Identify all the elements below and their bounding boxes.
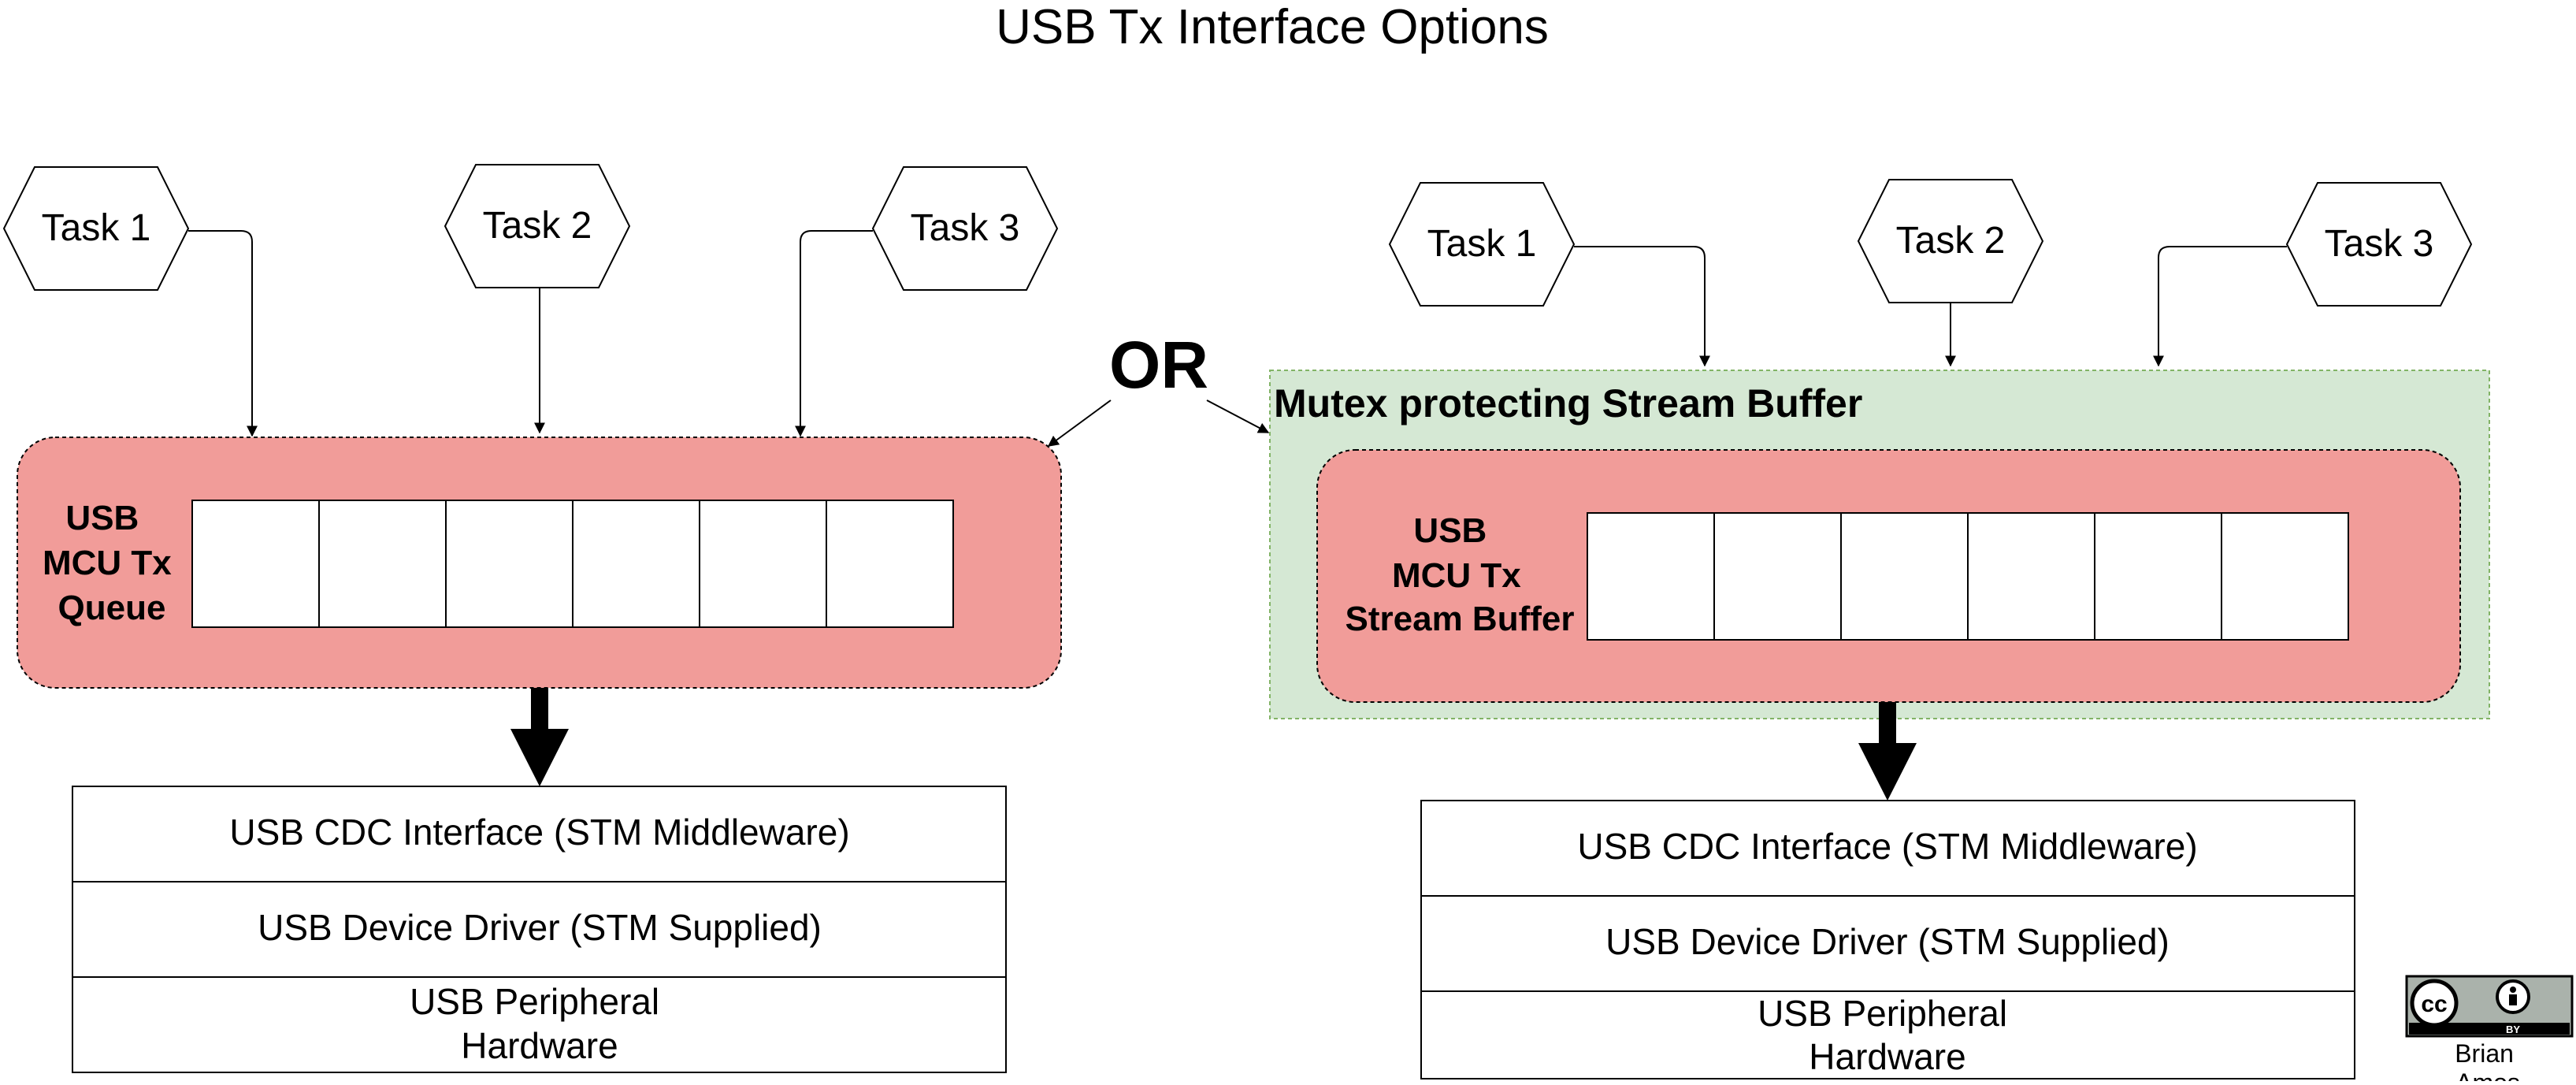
queue-slot [318,500,447,628]
left-queue-slots [191,500,954,628]
right-task-1-shape [1388,182,1576,307]
queue-slot [826,500,954,628]
right-task-1-label: Task 1 [1427,223,1537,265]
left-task-1-connector [188,230,258,437]
left-queue-label: USB MCU Tx Queue [43,499,181,627]
right-buffer-slots [1587,512,2349,641]
svg-text:BY: BY [2506,1024,2520,1035]
mutex-label: Mutex protecting Stream Buffer [1274,381,1862,425]
buffer-slot [2094,512,2222,641]
right-task-3-label: Task 3 [2325,223,2434,265]
queue-slot [191,500,320,628]
right-stack-cdc-box [1420,800,2355,897]
left-stack-hw-label: USB Peripheral Hardware [410,981,670,1066]
right-stack: USB CDC Interface (STM Middleware) USB D… [1420,800,2355,1079]
queue-slot [699,500,827,628]
left-stack-driver-label: USB Device Driver (STM Supplied) [258,907,822,948]
right-task-3-shape [2285,182,2473,307]
svg-text:cc: cc [2421,991,2447,1017]
right-stack-driver-box [1420,895,2355,992]
right-output-arrow [1858,702,1917,801]
left-task-2-shape [444,164,631,288]
or-arrow-right [1206,399,1270,433]
right-stack-driver-label: USB Device Driver (STM Supplied) [1605,921,2170,962]
left-stack-hw-box [72,976,1007,1073]
left-task-1-shape [2,166,190,291]
buffer-slot [1713,512,1842,641]
left-option: Task 1 Task 2 Task 3 USB MCU Tx Queue [2,164,1062,1073]
left-task-1-label: Task 1 [42,207,151,249]
or-label: OR [1109,328,1208,402]
right-task-3-connector [2153,246,2287,367]
right-stack-hw-box [1420,990,2355,1079]
queue-slot [572,500,700,628]
right-task-2-label: Task 2 [1896,220,2006,262]
diagram-title: USB Tx Interface Options [996,0,1549,54]
left-task-2-label: Task 2 [483,205,592,247]
queue-slot [445,500,573,628]
left-task-3-label: Task 3 [911,207,1020,249]
buffer-slot [1967,512,2095,641]
right-stack-cdc-label: USB CDC Interface (STM Middleware) [1577,826,2197,867]
left-stack-cdc-box [72,786,1007,882]
left-stack-driver-box [72,881,1007,978]
buffer-slot [1587,512,1715,641]
buffer-slot [1840,512,1969,641]
left-task-3-connector [795,230,873,437]
right-task-1-connector [1574,246,1710,367]
right-buffer-label: USB MCU Tx Stream Buffer [1346,511,1575,638]
left-stack-cdc-label: USB CDC Interface (STM Middleware) [229,812,849,853]
or-arrow-left [1047,399,1112,447]
left-stack: USB CDC Interface (STM Middleware) USB D… [72,786,1007,1073]
right-task-2-shape [1857,179,2044,303]
license-author: Brian Amos [2455,1039,2521,1081]
right-option: Mutex protecting Stream Buffer Task 1 Ta… [1269,179,2490,1079]
cc-by-license: BY cc Brian Amos [2405,975,2574,1085]
left-task-3-shape [871,166,1059,291]
cc-icon [2410,979,2459,1027]
right-stack-hw-label: USB Peripheral Hardware [1758,993,2017,1077]
buffer-slot [2221,512,2349,641]
left-output-arrow [510,688,569,786]
